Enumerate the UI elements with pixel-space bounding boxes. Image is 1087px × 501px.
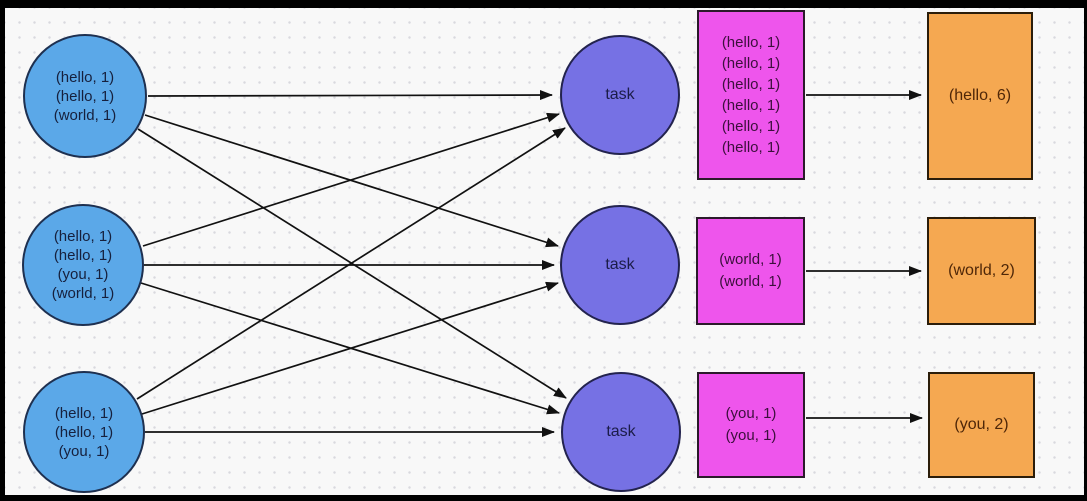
group-box-world: (world, 1) (world, 1) (696, 217, 805, 325)
kv-pair: (you, 1) (57, 266, 109, 283)
task-label: task (605, 256, 635, 273)
result-box-hello: (hello, 6) (927, 12, 1033, 180)
kv-pair: (you, 1) (725, 427, 777, 444)
group-box-you: (you, 1) (you, 1) (697, 372, 805, 478)
kv-pair: (hello, 1) (721, 97, 781, 114)
kv-pair: (hello, 1) (721, 139, 781, 156)
result-label: (world, 2) (948, 262, 1015, 279)
kv-pair: (hello, 1) (55, 68, 115, 86)
task-node-3: task (561, 372, 681, 492)
result-box-world: (world, 2) (927, 217, 1036, 325)
kv-pair: (hello, 1) (721, 34, 781, 51)
kv-pair: (hello, 1) (53, 247, 113, 264)
kv-pair: (world, 1) (719, 251, 782, 268)
task-node-2: task (560, 205, 680, 325)
kv-pair: (hello, 1) (53, 228, 113, 245)
dotted-canvas (5, 8, 1084, 495)
result-box-you: (you, 2) (928, 372, 1035, 478)
task-label: task (606, 423, 636, 440)
task-label: task (605, 86, 635, 103)
kv-pair: (world, 1) (51, 285, 115, 302)
mapper-node-1: (hello, 1) (hello, 1) (world, 1) (23, 34, 147, 158)
mapper-node-2: (hello, 1) (hello, 1) (you, 1) (world, 1… (22, 204, 144, 326)
mapper-node-3: (hello, 1) (hello, 1) (you, 1) (23, 371, 145, 493)
kv-pair: (hello, 1) (721, 55, 781, 72)
kv-pair: (hello, 1) (721, 76, 781, 93)
kv-pair: (hello, 1) (55, 87, 115, 105)
kv-pair: (hello, 1) (721, 118, 781, 135)
kv-pair: (you, 1) (58, 442, 110, 460)
kv-pair: (hello, 1) (54, 423, 114, 441)
kv-pair: (you, 1) (725, 405, 777, 422)
task-node-1: task (560, 35, 680, 155)
kv-pair: (world, 1) (53, 106, 117, 124)
result-label: (hello, 6) (948, 87, 1012, 104)
result-label: (you, 2) (954, 416, 1009, 433)
group-box-hello: (hello, 1) (hello, 1) (hello, 1) (hello,… (697, 10, 805, 180)
kv-pair: (world, 1) (719, 273, 782, 290)
kv-pair: (hello, 1) (54, 404, 114, 422)
